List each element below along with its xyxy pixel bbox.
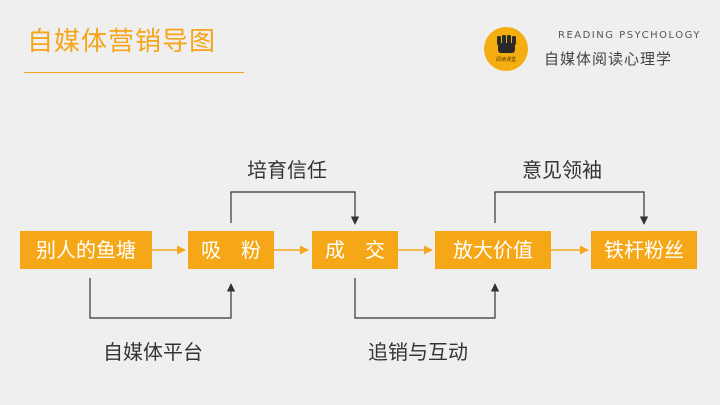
label-self-media-platform: 自媒体平台 bbox=[103, 340, 203, 364]
label-followup-interaction: 追销与互动 bbox=[368, 340, 468, 364]
brand-name-en: READING PSYCHOLOGY bbox=[558, 30, 701, 41]
node-attract-fans: 吸 粉 bbox=[188, 231, 274, 269]
logo-caption: 阅读课堂 bbox=[495, 57, 516, 63]
fist-icon bbox=[497, 35, 516, 53]
followup-connector bbox=[354, 278, 500, 319]
kol-connector bbox=[494, 191, 649, 225]
brand-logo: 阅读课堂 bbox=[484, 27, 528, 71]
trust-connector bbox=[230, 191, 360, 225]
title-underline bbox=[24, 72, 244, 73]
node-amplify-value: 放大价值 bbox=[435, 231, 551, 269]
node-deal: 成 交 bbox=[312, 231, 398, 269]
node-others-pond: 别人的鱼塘 bbox=[20, 231, 152, 269]
node-loyal-fans: 铁杆粉丝 bbox=[591, 231, 697, 269]
platform-connector bbox=[89, 278, 236, 319]
brand-name-cn: 自媒体阅读心理学 bbox=[544, 50, 673, 68]
label-build-trust: 培育信任 bbox=[247, 158, 327, 182]
label-opinion-leader: 意见领袖 bbox=[522, 158, 602, 182]
slide-title: 自媒体营销导图 bbox=[27, 27, 217, 57]
